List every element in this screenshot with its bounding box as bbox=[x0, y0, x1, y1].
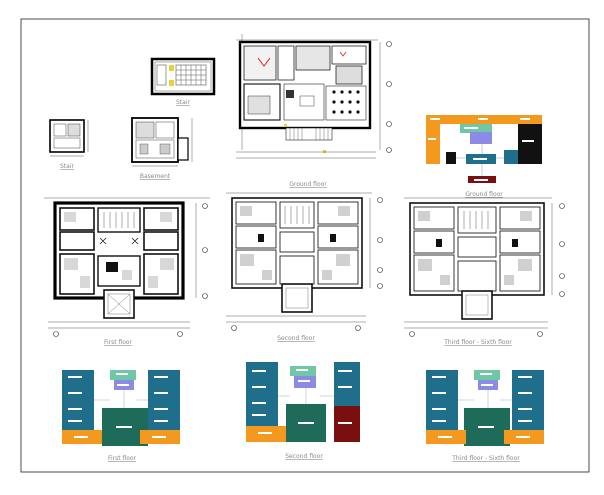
plan-ground: Ground floor bbox=[236, 34, 392, 188]
caption-first: First floor bbox=[104, 339, 133, 346]
caption-zoning-third: Third floor - Sixth floor bbox=[451, 455, 520, 462]
zoning-third: Third floor - Sixth floor bbox=[426, 370, 544, 462]
plan-roof-small: Stair bbox=[150, 57, 216, 106]
zoning-first: First floor bbox=[62, 370, 180, 462]
plan-second: Second floor bbox=[226, 192, 383, 342]
caption-roof-small: Stair bbox=[176, 99, 191, 106]
caption-small-b: Basement bbox=[140, 173, 171, 180]
caption-small-a: Stair bbox=[60, 163, 75, 170]
caption-second: Second floor bbox=[277, 335, 315, 342]
zoning-second: Second floor bbox=[246, 362, 360, 460]
plan-small-a: Stair bbox=[49, 119, 89, 170]
zoning-ground: Ground floor bbox=[426, 115, 542, 198]
plan-third: Third floor - Sixth floor bbox=[404, 197, 565, 346]
sheet-border bbox=[20, 18, 590, 473]
caption-zoning-second: Second floor bbox=[285, 453, 323, 460]
caption-zoning-ground: Ground floor bbox=[465, 191, 503, 198]
plan-small-b: Basement bbox=[131, 117, 193, 180]
caption-third: Third floor - Sixth floor bbox=[443, 339, 512, 346]
caption-zoning-first: First floor bbox=[108, 455, 137, 462]
plan-first: First floor bbox=[44, 197, 210, 346]
caption-ground: Ground floor bbox=[289, 181, 327, 188]
